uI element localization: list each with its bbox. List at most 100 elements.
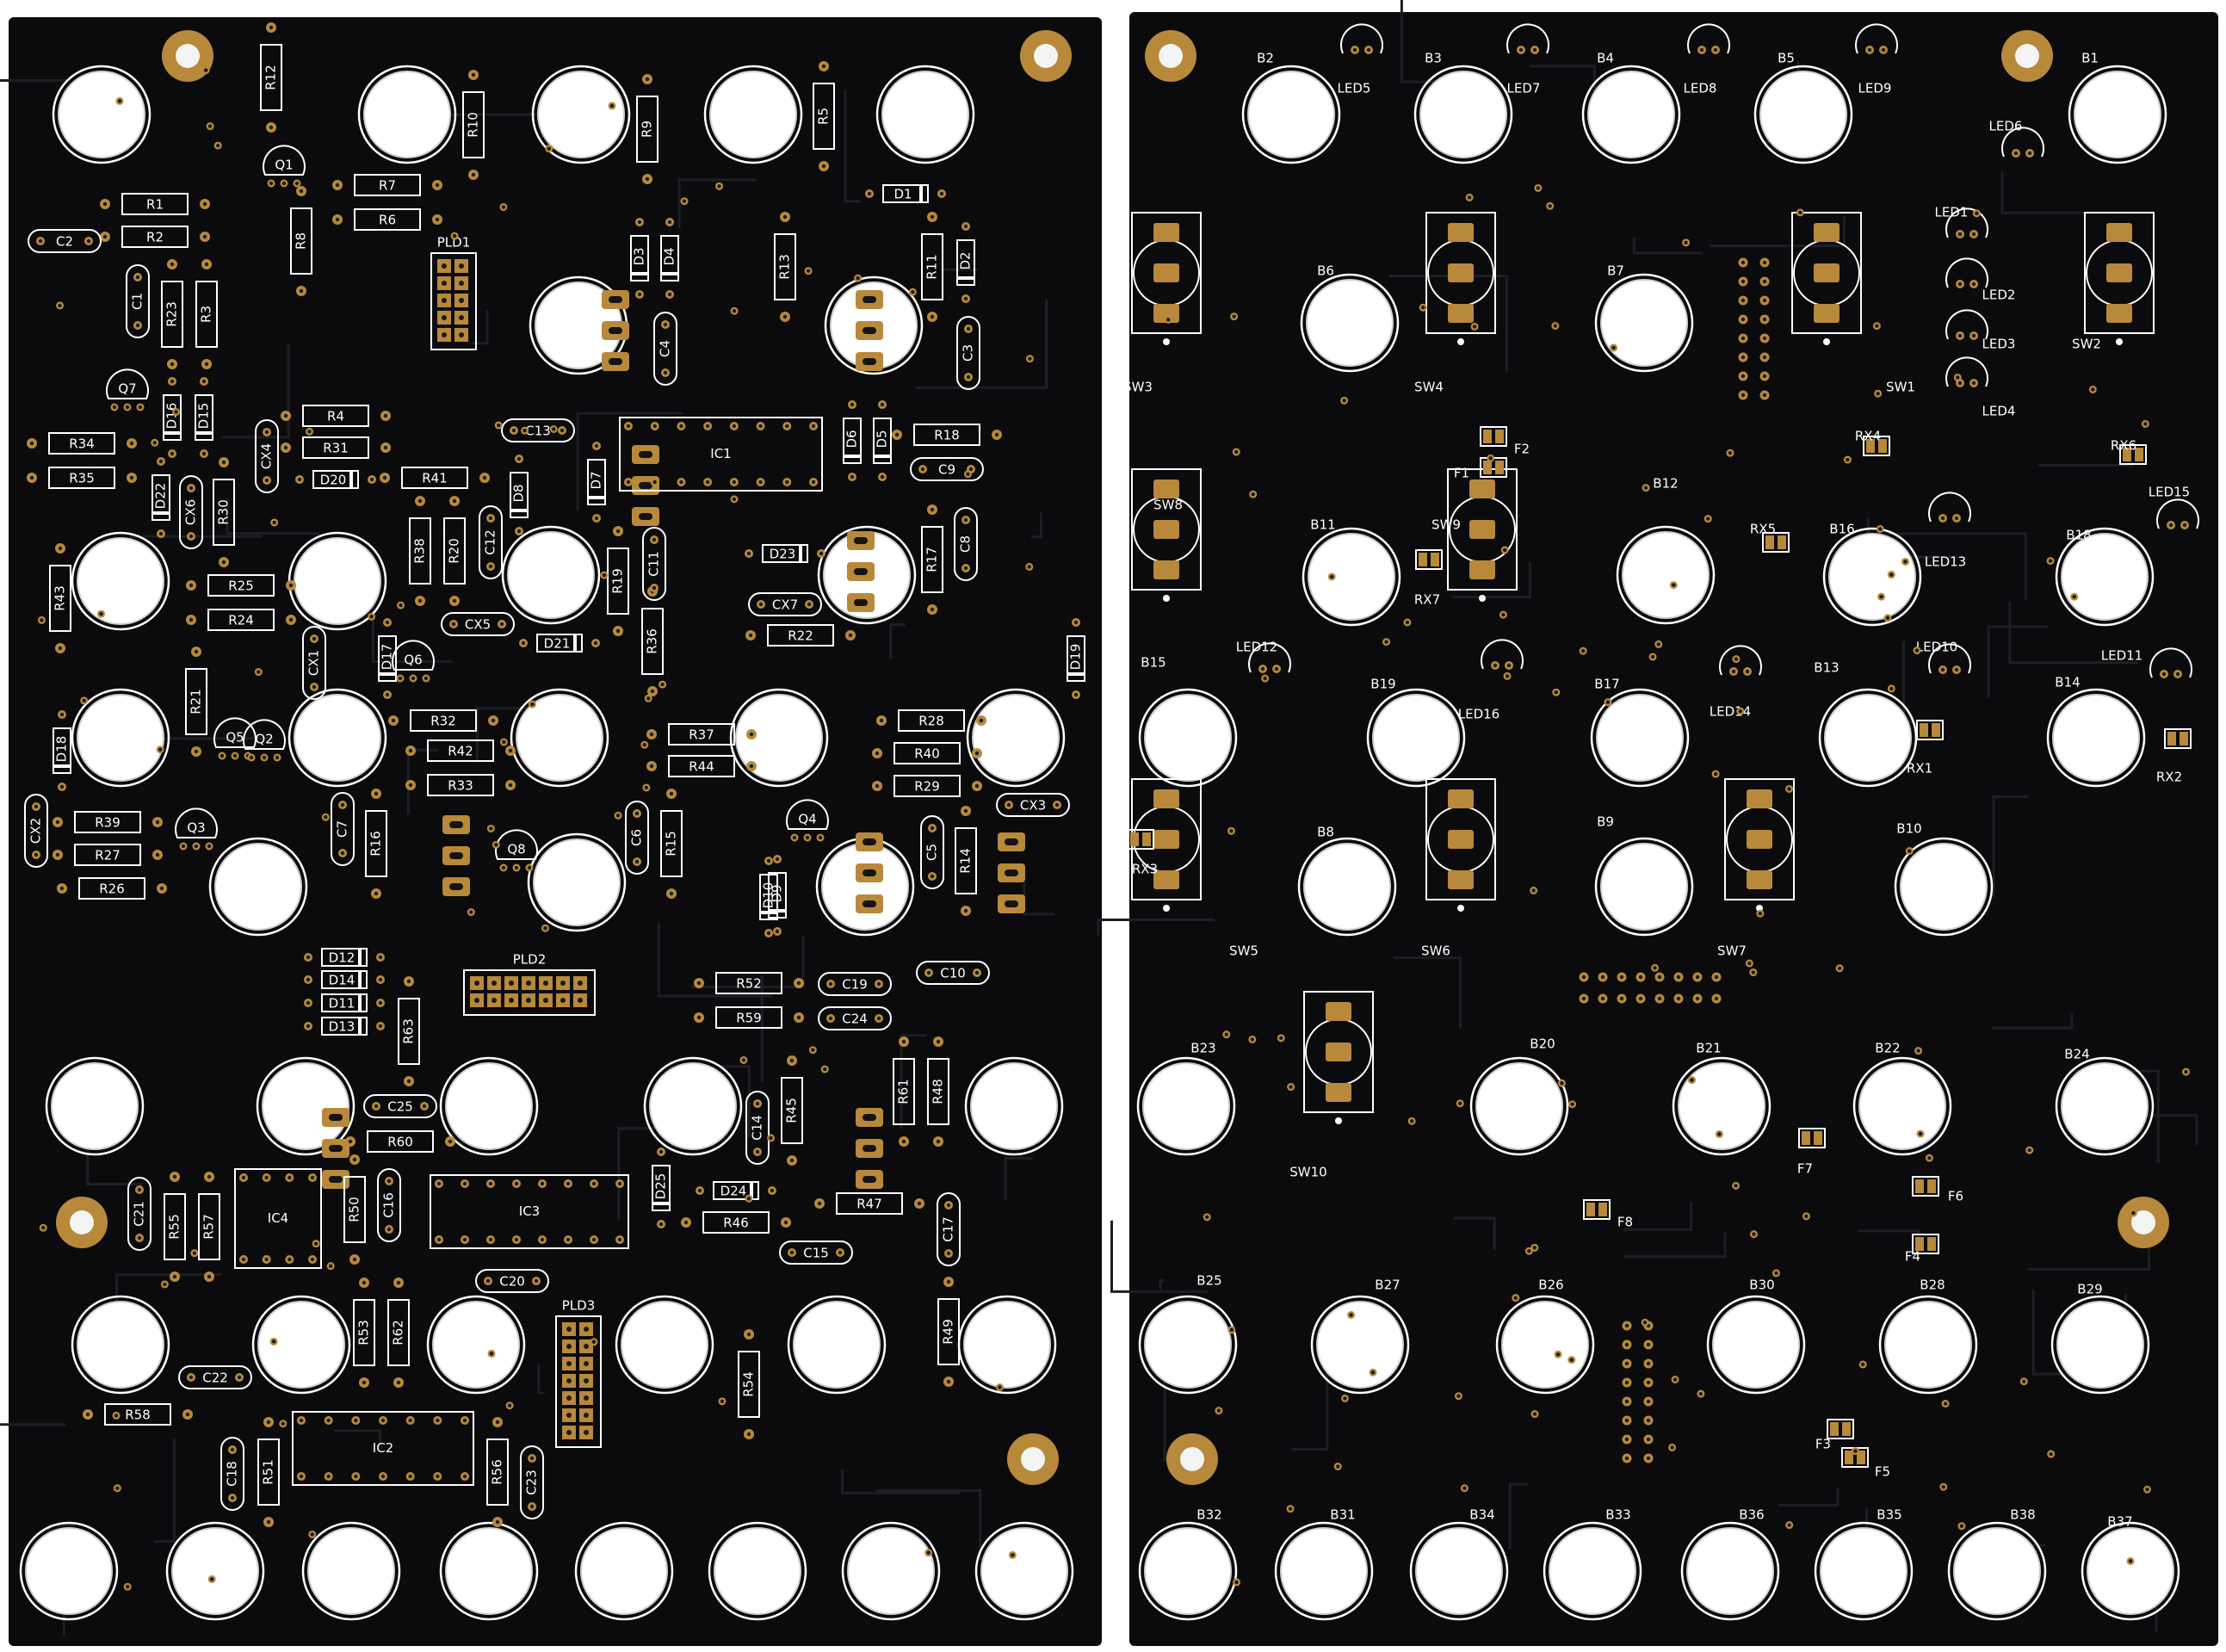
pin-header-pld3: PLD3 xyxy=(555,1298,602,1448)
drill-hole xyxy=(649,764,654,769)
switch-pad xyxy=(1153,223,1179,242)
led-outline xyxy=(1481,639,1524,670)
drill-hole xyxy=(1713,47,1718,53)
drill-hole xyxy=(838,1250,843,1255)
drill-hole xyxy=(417,498,423,504)
capacitor-label: CX5 xyxy=(465,617,491,633)
resistor-label: R42 xyxy=(448,744,473,759)
pot-slot xyxy=(863,900,876,907)
drill-hole xyxy=(1846,457,1850,462)
resistor-label: R60 xyxy=(387,1135,413,1150)
led-label: LED2 xyxy=(1982,288,2016,303)
copper-trace xyxy=(226,498,320,535)
mounting-drill xyxy=(2131,1210,2155,1234)
resistor-label: R59 xyxy=(736,1011,762,1026)
header-drill xyxy=(442,315,447,320)
led-label: LED16 xyxy=(1458,707,1499,722)
jack-hole-outline xyxy=(1241,65,1341,164)
copper-trace xyxy=(1452,562,1531,598)
ic-ic3: IC3 xyxy=(430,1174,629,1249)
drill-hole xyxy=(963,296,968,301)
smd-pad xyxy=(1598,1203,1607,1216)
jack-hole-opening xyxy=(1858,1062,1946,1150)
drill-hole xyxy=(828,981,833,987)
capacitor-c23: C23 xyxy=(520,1445,544,1519)
jack-hole-outline xyxy=(1297,837,1397,937)
drill-hole xyxy=(1927,1155,1932,1160)
capacitor-label: CX4 xyxy=(259,443,275,469)
resistor-label: R18 xyxy=(934,428,960,443)
jack-hole-outline xyxy=(574,1521,674,1621)
drill-hole xyxy=(335,183,340,188)
jack-hole-outline xyxy=(1300,273,1400,373)
drill-hole xyxy=(288,617,294,622)
resistor-label: R25 xyxy=(228,579,254,594)
switch-pad xyxy=(1326,1083,1351,1102)
jack-hole-outline xyxy=(1680,1521,1780,1621)
drill-hole xyxy=(382,475,387,480)
mounting-drill xyxy=(1159,44,1183,68)
resistor-label: R11 xyxy=(924,254,940,280)
drill-hole xyxy=(652,585,657,591)
switch-pad xyxy=(1469,480,1495,498)
led-outline xyxy=(1855,23,1898,54)
diode-d6: D6 xyxy=(843,400,862,481)
jack-hole-outline xyxy=(1852,1056,1952,1156)
capacitor-outline xyxy=(178,1365,252,1389)
drill-hole xyxy=(705,424,710,429)
capacitor-c10: C10 xyxy=(916,961,990,985)
jack-hole-opening xyxy=(793,1301,881,1389)
capacitor-label: C18 xyxy=(225,1461,240,1487)
jack-label-b29: B29 xyxy=(2077,1282,2102,1297)
smd-outline xyxy=(1480,426,1507,447)
drill-hole xyxy=(775,857,780,862)
drill-hole xyxy=(566,1181,571,1186)
drill-hole xyxy=(207,124,213,128)
jack-hole xyxy=(1413,65,1513,164)
diode-d1: D1 xyxy=(865,184,946,203)
drill-hole xyxy=(335,217,340,222)
header-outline xyxy=(463,969,596,1016)
diode-label: D19 xyxy=(1068,644,1084,671)
drill-hole xyxy=(137,1187,142,1192)
drill-hole xyxy=(352,1257,357,1262)
diode-d23: D23 xyxy=(745,544,825,563)
drill-hole xyxy=(170,379,175,384)
drill-hole xyxy=(1250,1037,1255,1042)
transistor-label: Q5 xyxy=(226,730,244,746)
jack-hole xyxy=(1138,1521,1238,1621)
capacitor-outline xyxy=(475,1269,549,1293)
potentiometer-pads xyxy=(856,290,883,371)
transistor-q6: Q6 xyxy=(392,640,435,683)
drill-hole xyxy=(495,1420,500,1425)
copper-trace xyxy=(691,936,805,988)
drill-hole xyxy=(1837,966,1842,970)
diode-body xyxy=(652,1165,671,1211)
jack-hole xyxy=(1706,1295,1806,1395)
jack-hole-outline xyxy=(1814,1521,1914,1621)
drill-hole xyxy=(926,970,931,975)
diode-body xyxy=(53,727,71,774)
jack-hole-outline xyxy=(208,837,308,937)
copper-trace xyxy=(1023,875,1055,916)
resistor-label: R1 xyxy=(146,197,164,213)
drill-hole xyxy=(1624,1342,1629,1347)
header-drill xyxy=(442,298,447,303)
drill-hole xyxy=(221,560,226,565)
drill-hole xyxy=(380,1418,386,1423)
diode-label: D2 xyxy=(958,251,974,269)
drill-hole xyxy=(1954,516,1959,521)
drill-hole xyxy=(408,1474,412,1479)
jack-hole-opening xyxy=(1306,279,1394,367)
jack-label-b33: B33 xyxy=(1605,1507,1630,1523)
diode-label: D14 xyxy=(329,973,356,988)
jack-label-b22: B22 xyxy=(1875,1041,1900,1056)
drill-hole xyxy=(482,475,487,480)
drill-hole xyxy=(281,181,287,186)
transistor-label: Q7 xyxy=(118,381,136,397)
resistor-r8: R8 xyxy=(290,186,312,296)
transistor-q2: Q2 xyxy=(243,719,286,762)
drill-hole xyxy=(281,1421,285,1426)
drill-hole xyxy=(968,467,974,472)
drill-hole xyxy=(626,480,631,485)
